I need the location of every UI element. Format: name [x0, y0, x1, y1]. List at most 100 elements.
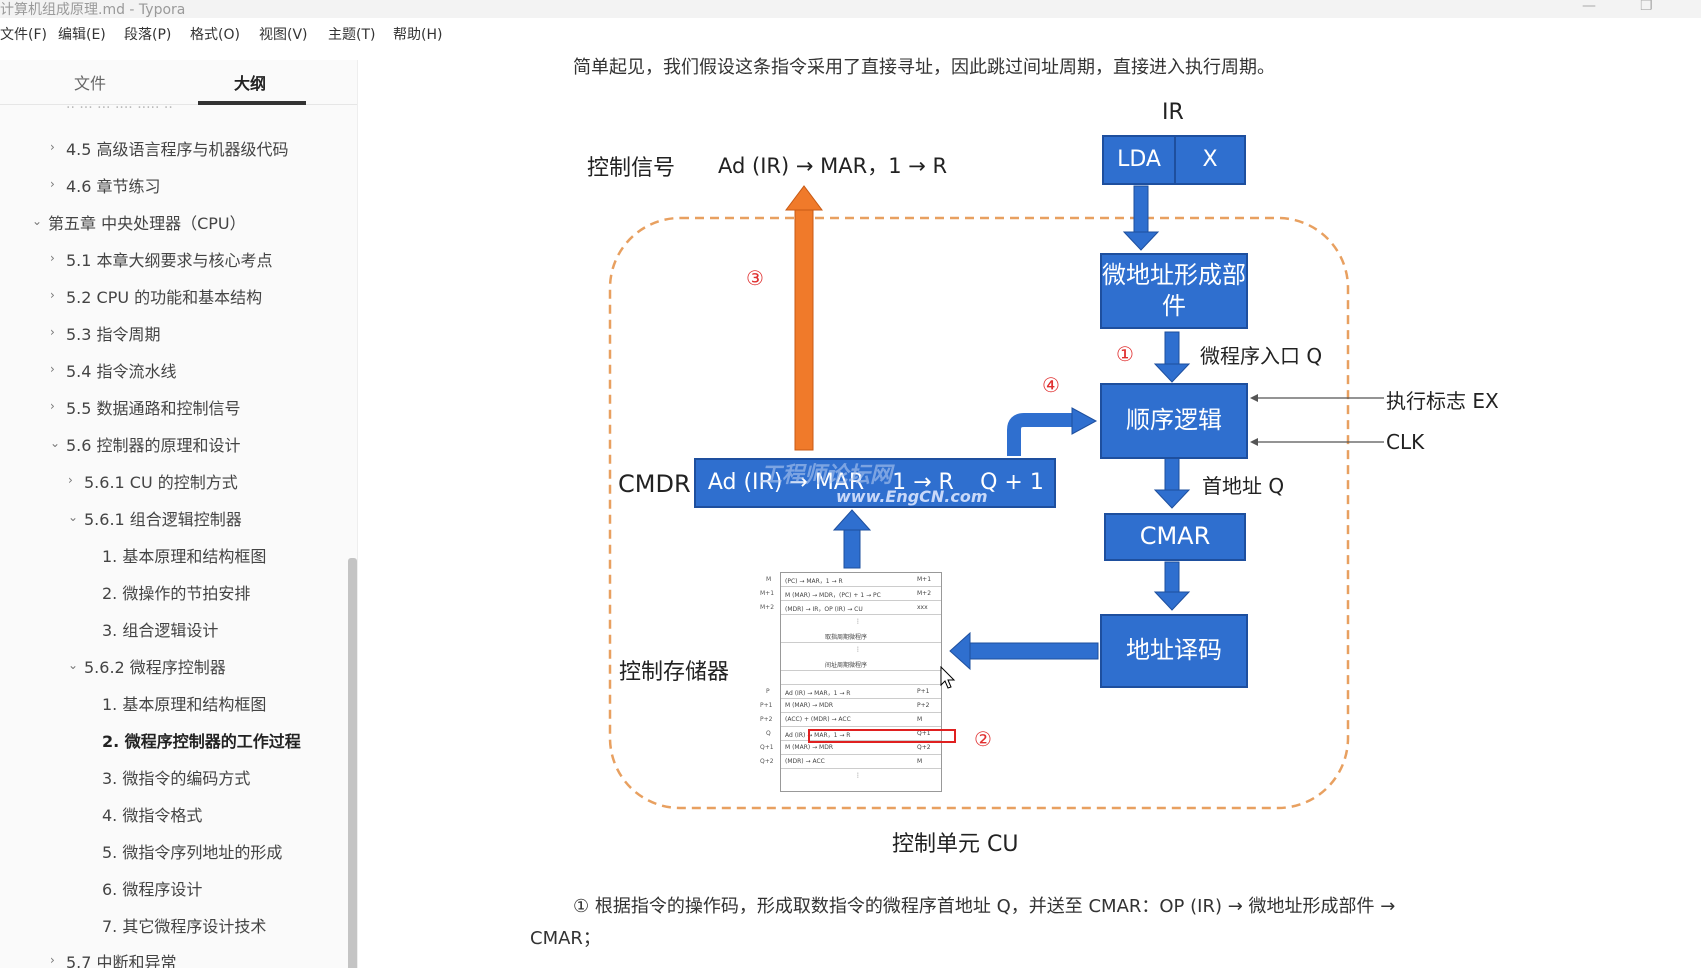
outline-item[interactable]: 5.2 CPU 的功能和基本结构 — [66, 288, 263, 307]
table-row: ⋮ — [781, 615, 941, 629]
cmdr-label: CMDR — [618, 470, 691, 498]
outline-item[interactable]: 5.6.1 组合逻辑控制器 — [84, 510, 242, 529]
chevron-down-icon[interactable]: ⌄ — [68, 510, 79, 524]
outline-item[interactable]: 3. 组合逻辑设计 — [102, 621, 219, 640]
chevron-right-icon[interactable]: › — [50, 140, 55, 154]
outline-item[interactable]: 5.7 中断和异常 — [66, 953, 177, 968]
chevron-right-icon[interactable]: › — [50, 953, 55, 967]
outline-item[interactable]: 5.3 指令周期 — [66, 325, 161, 344]
menu-view[interactable]: 视图(V) — [259, 27, 308, 43]
note-step-1-line2: CMAR； — [530, 928, 601, 949]
title-bar: 计算机组成原理.md - Typora — ❐ — [0, 0, 1701, 18]
arrow-entry-down-shaft — [1164, 331, 1180, 367]
outline-item[interactable]: 4.5 高级语言程序与机器级代码 — [66, 140, 289, 159]
outline-item-active[interactable]: 2. 微程序控制器的工作过程 — [102, 732, 301, 751]
cu-dashed-border — [608, 216, 1350, 810]
tab-files[interactable]: 文件 — [74, 74, 107, 93]
step-4-marker: ④ — [1042, 373, 1060, 397]
chevron-right-icon[interactable]: › — [68, 473, 73, 487]
menu-theme[interactable]: 主题(T) — [328, 27, 376, 43]
step-1-marker: ① — [1116, 342, 1134, 366]
outline-item[interactable]: 6. 微程序设计 — [102, 880, 203, 899]
row-address: P+2 — [760, 716, 773, 723]
outline-item[interactable]: 3. 微指令的编码方式 — [102, 769, 251, 788]
cmdr-field-1: Ad (IR) → MAR — [707, 469, 865, 495]
outline-item[interactable]: 第五章 中央处理器（CPU） — [48, 214, 246, 233]
outline-item[interactable]: 5. 微指令序列地址的形成 — [102, 843, 283, 862]
row-op: M (MAR) → MDR — [785, 702, 834, 709]
arrow-first-addr-shaft — [1164, 457, 1180, 493]
step-3-marker: ③ — [746, 266, 764, 290]
menu-edit[interactable]: 编辑(E) — [58, 27, 106, 43]
outline-item[interactable]: 1. 基本原理和结构框图 — [102, 695, 267, 714]
chevron-right-icon[interactable]: › — [50, 177, 55, 191]
arrow-clk-head — [1250, 438, 1258, 446]
exec-flag-label: 执行标志 EX — [1386, 389, 1499, 413]
outline-item[interactable]: 5.1 本章大纲要求与核心考点 — [66, 251, 273, 270]
arrow-cm-up-head — [832, 509, 872, 531]
control-signal-arrow-shaft — [794, 207, 814, 451]
outline-item[interactable]: 2. 微操作的节拍安排 — [102, 584, 251, 603]
note-step-1-line1: ① 根据指令的操作码，形成取数指令的微程序首地址 Q，并送至 CMAR：OP (… — [573, 896, 1396, 917]
arrow-cm-up-shaft — [843, 527, 861, 569]
arrow-cmar-down-shaft — [1164, 561, 1180, 595]
table-row: M (MAR) → MDR Q+2 — [781, 741, 941, 755]
outline-item[interactable]: 7. 其它微程序设计技术 — [102, 917, 267, 936]
ir-addr-box: X — [1174, 135, 1246, 185]
arrow-ex-head — [1250, 394, 1258, 402]
row-op: (ACC) + (MDR) → ACC — [785, 716, 851, 723]
row-op: M (MAR) → MDR — [785, 744, 834, 751]
chevron-right-icon[interactable]: › — [50, 362, 55, 376]
row-address: M+2 — [760, 604, 775, 611]
watermark-logo-text: 工程师论坛网 — [760, 463, 893, 488]
chevron-right-icon[interactable]: › — [50, 288, 55, 302]
row-op: ⋮ — [855, 618, 861, 625]
control-signal-value: Ad (IR) → MAR，1 → R — [718, 154, 948, 178]
menu-format[interactable]: 格式(O) — [190, 27, 240, 43]
table-row: ⋮ — [781, 769, 941, 783]
row-op: ⋮ — [855, 646, 861, 653]
ir-op-box: LDA — [1102, 135, 1176, 185]
outline-item[interactable]: 5.4 指令流水线 — [66, 362, 177, 381]
row-next: Q+2 — [917, 744, 931, 751]
outline-item[interactable]: 4. 微指令格式 — [102, 806, 203, 825]
outline-item[interactable]: 5.6.2 微程序控制器 — [84, 658, 226, 677]
outline-item[interactable]: 5.5 数据通路和控制信号 — [66, 399, 241, 418]
chevron-right-icon[interactable]: › — [50, 325, 55, 339]
arrow-cmar-down-head — [1153, 591, 1191, 611]
row-next: M — [917, 758, 923, 765]
highlighted-row-q — [808, 729, 956, 743]
chevron-down-icon[interactable]: ⌄ — [68, 658, 79, 672]
outline-item[interactable]: 4.6 章节练习 — [66, 177, 161, 196]
menu-file[interactable]: 文件(F) — [0, 27, 47, 43]
sidebar-scrollbar[interactable] — [348, 558, 357, 968]
restore-icon[interactable]: ❐ — [1640, 0, 1653, 14]
row-op: 取指周期微程序 — [825, 634, 868, 641]
chevron-down-icon[interactable]: ⌄ — [32, 214, 43, 228]
row-address: Q+1 — [760, 744, 774, 751]
outline-item[interactable]: 5.6 控制器的原理和设计 — [66, 436, 241, 455]
micro-entry-label: 微程序入口 Q — [1200, 344, 1323, 368]
minimize-icon[interactable]: — — [1582, 0, 1596, 14]
menu-bar: 文件(F) 编辑(E) 段落(P) 格式(O) 视图(V) 主题(T) 帮助(H… — [0, 22, 1701, 46]
row-next: Q+1 — [917, 730, 931, 737]
chevron-right-icon[interactable]: › — [50, 399, 55, 413]
first-address-label: 首地址 Q — [1202, 474, 1285, 498]
menu-help[interactable]: 帮助(H) — [393, 27, 443, 43]
row-op: Ad (IR) → MAR，1 → R — [785, 732, 851, 739]
tab-outline[interactable]: 大纲 — [234, 74, 267, 93]
table-row: (MDR) → ACC M — [781, 755, 941, 769]
chevron-right-icon[interactable]: › — [50, 251, 55, 265]
menu-paragraph[interactable]: 段落(P) — [124, 27, 172, 43]
arrow-entry-down-head — [1153, 363, 1191, 383]
row-op: (MDR) → ACC — [785, 758, 825, 765]
control-signal-label: 控制信号 — [587, 156, 676, 181]
outline-item[interactable]: 5.6.1 CU 的控制方式 — [84, 473, 238, 492]
outline-item[interactable]: 1. 基本原理和结构框图 — [102, 547, 267, 566]
chevron-down-icon[interactable]: ⌄ — [50, 436, 61, 450]
arrow-ir-down-head — [1122, 231, 1160, 251]
